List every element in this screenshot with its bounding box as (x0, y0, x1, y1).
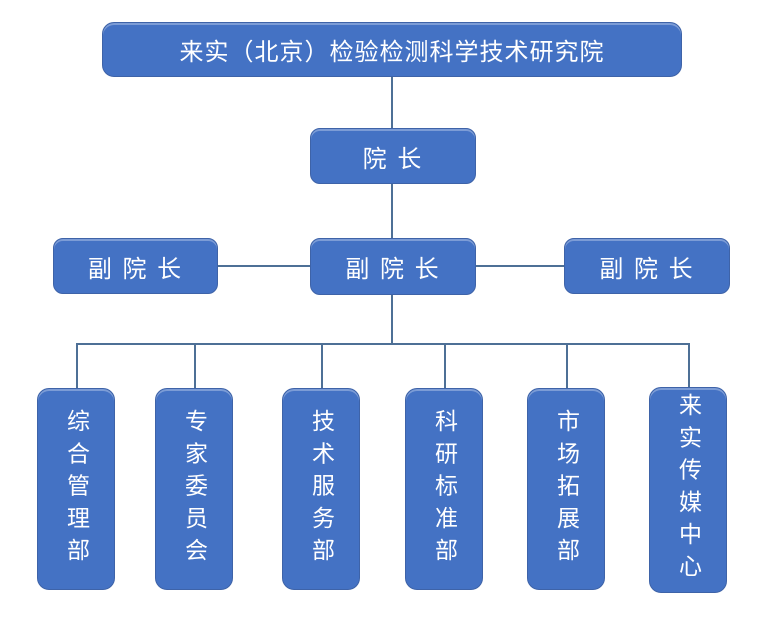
org-node-vice-director-center-label: 副 院 长 (345, 256, 441, 283)
org-node-dept-media-center-label: 来实传媒中心 (675, 393, 702, 587)
org-node-vice-director-left-label: 副 院 长 (87, 255, 184, 283)
connector-vice-left-center (218, 265, 310, 267)
org-node-dept-market-expansion: 市场拓展部 (527, 388, 605, 590)
org-node-director-label: 院 长 (362, 145, 424, 173)
org-node-director: 院 长 (310, 128, 476, 184)
org-node-dept-market-expansion-label: 市场拓展部 (553, 408, 580, 570)
org-node-dept-technical-service: 技术服务部 (282, 388, 360, 590)
org-node-dept-technical-service-label: 技术服务部 (308, 408, 335, 570)
connector-institute-director (391, 77, 393, 128)
connector-drop-dept-5 (566, 343, 568, 388)
org-node-vice-director-left: 副 院 长 (53, 238, 218, 294)
connector-director-vice (391, 184, 393, 238)
org-node-institute-label: 来实（北京）检验检测科学技术研究院 (179, 39, 605, 66)
org-node-dept-expert-committee-label: 专家委员会 (181, 408, 208, 570)
org-node-dept-expert-committee: 专家委员会 (155, 388, 233, 590)
org-node-dept-media-center: 来实传媒中心 (649, 387, 727, 593)
connector-drop-dept-1 (76, 343, 78, 388)
connector-drop-dept-2 (194, 343, 196, 388)
connector-drop-dept-4 (444, 343, 446, 388)
org-node-dept-research-standards-label: 科研标准部 (431, 408, 458, 570)
org-node-vice-director-center: 副 院 长 (310, 238, 476, 295)
connector-vice-center-right (476, 265, 564, 267)
org-node-vice-director-right-label: 副 院 长 (599, 255, 695, 283)
org-node-dept-research-standards: 科研标准部 (405, 388, 483, 590)
org-node-institute: 来实（北京）检验检测科学技术研究院 (102, 22, 682, 77)
org-node-dept-general-management-label: 综合管理部 (63, 408, 90, 570)
connector-distributor (76, 343, 689, 345)
org-node-vice-director-right: 副 院 长 (564, 238, 730, 294)
org-node-dept-general-management: 综合管理部 (37, 388, 115, 590)
connector-vice-distributor (391, 295, 393, 343)
connector-drop-dept-6 (688, 343, 690, 387)
connector-drop-dept-3 (321, 343, 323, 388)
